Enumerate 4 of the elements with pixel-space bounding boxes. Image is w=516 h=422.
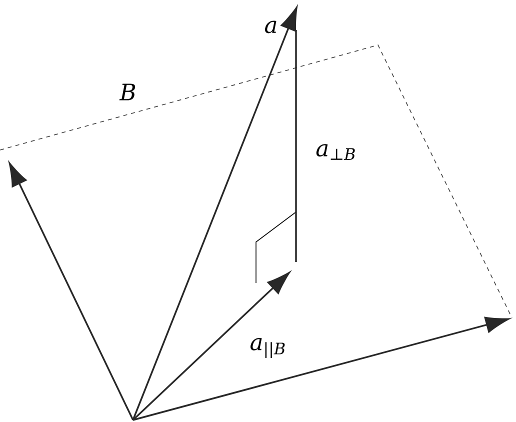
vector-label: a (265, 20, 276, 34)
vector-label: a$_{||B}$ (250, 338, 285, 358)
vector-label: a$_{⊥B}$ (316, 144, 355, 160)
vector-label: B (119, 84, 136, 100)
